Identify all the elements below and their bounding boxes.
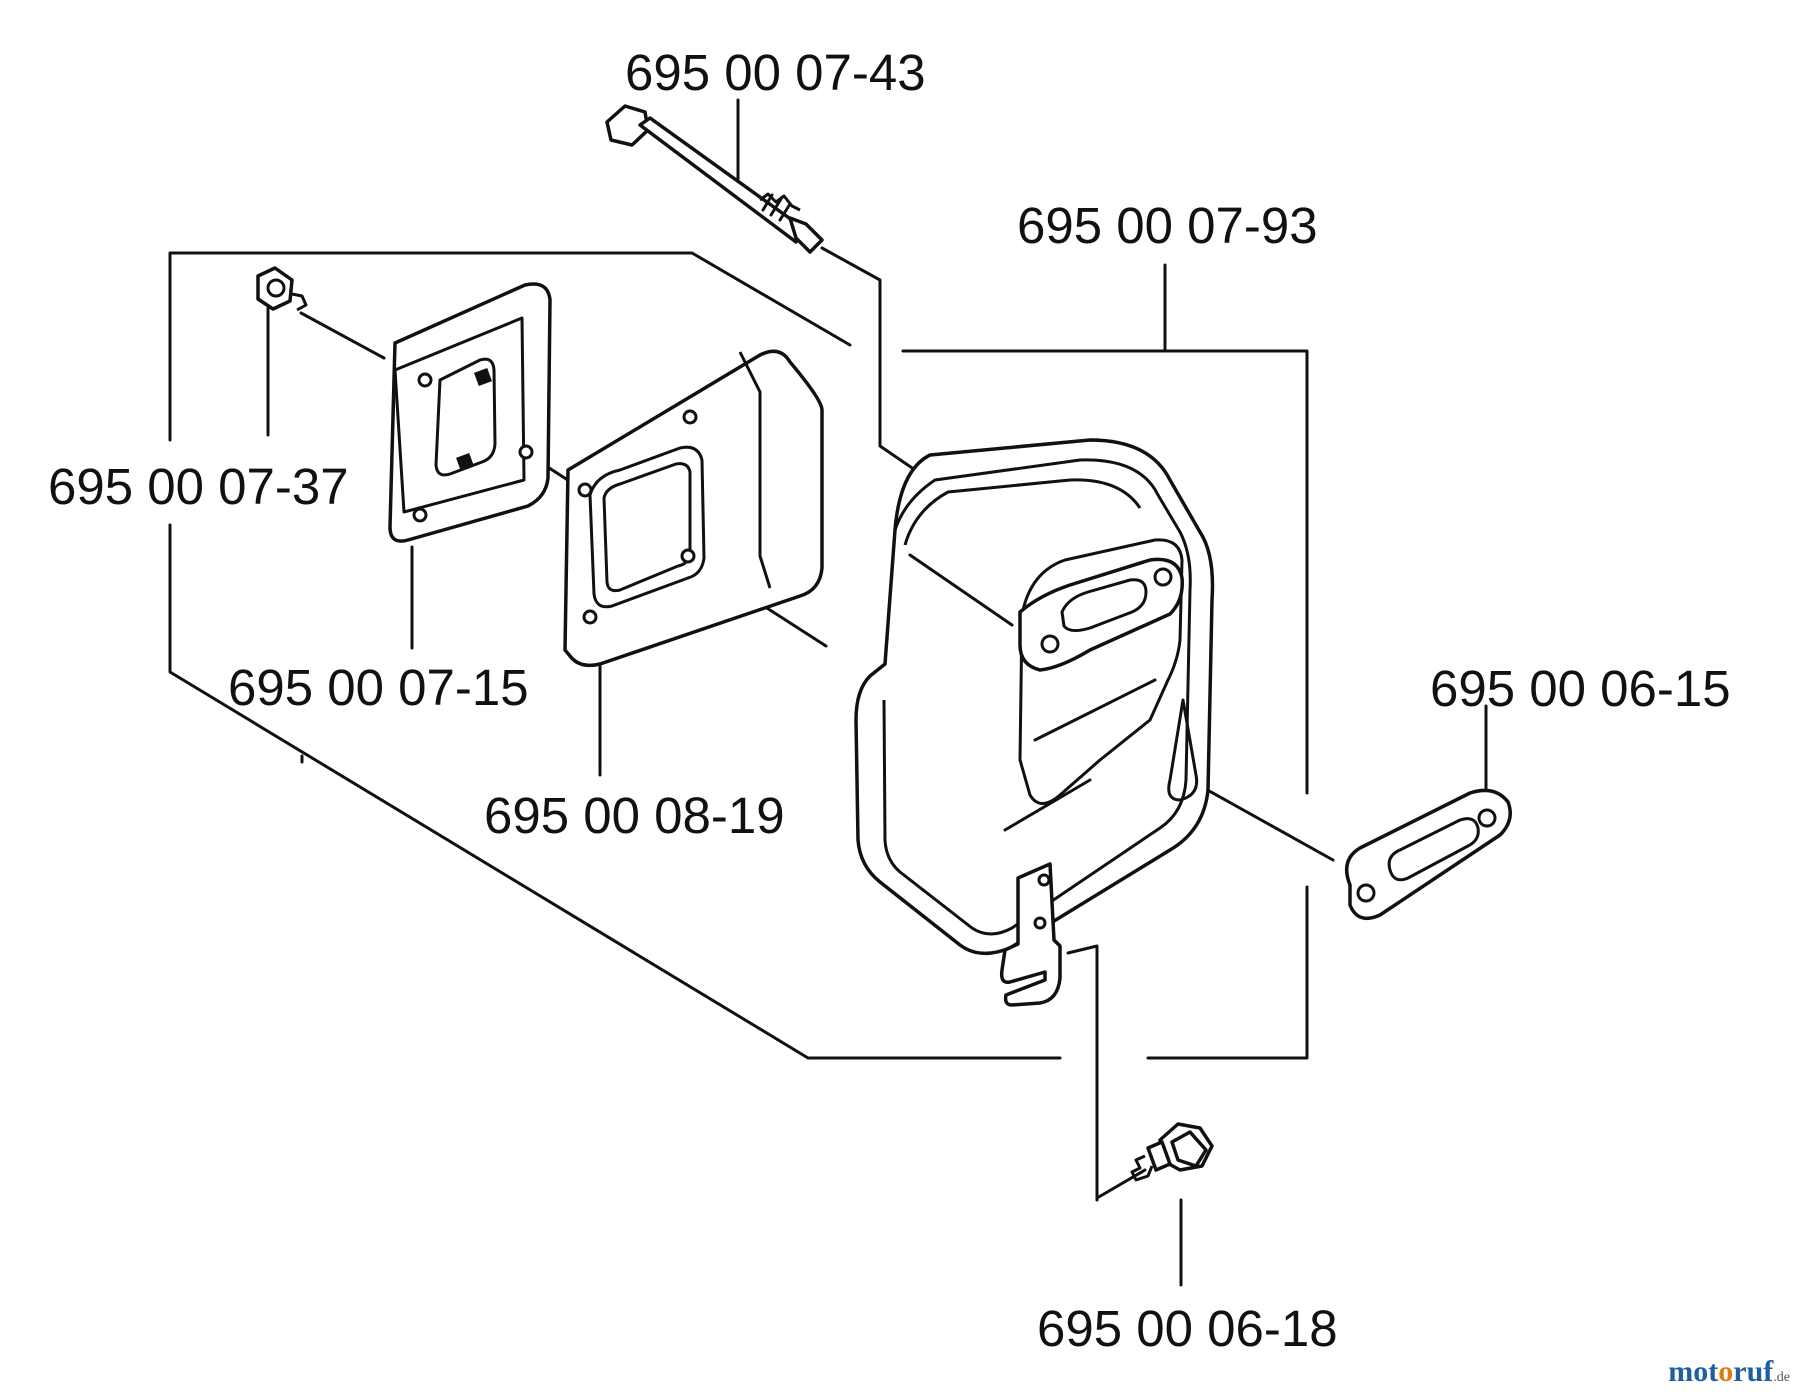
label-muffler: 695 00 07-93 xyxy=(1017,197,1318,254)
watermark-logo: motoruf.de xyxy=(1668,1355,1790,1389)
screw-part xyxy=(1130,1122,1214,1182)
heat-shield-part xyxy=(563,349,824,668)
part-labels: 695 00 07-43 695 00 07-93 695 00 07-37 6… xyxy=(48,44,1731,1357)
label-bolt: 695 00 07-43 xyxy=(625,44,926,101)
bolt-part xyxy=(605,104,824,254)
watermark-part1: mot xyxy=(1668,1355,1719,1388)
label-outlet-gasket: 695 00 06-15 xyxy=(1430,660,1731,717)
flange-gasket-part xyxy=(388,282,552,543)
label-flange-gasket: 695 00 07-15 xyxy=(228,659,529,716)
label-nut: 695 00 07-37 xyxy=(48,458,349,515)
watermark-part2: o xyxy=(1718,1355,1734,1388)
label-screw: 695 00 06-18 xyxy=(1037,1300,1338,1357)
watermark-part3: ruf xyxy=(1733,1355,1774,1388)
muffler-part xyxy=(854,438,1215,1007)
label-heat-shield: 695 00 08-19 xyxy=(484,787,785,844)
outlet-gasket-part xyxy=(1344,788,1512,921)
nut-part xyxy=(256,266,308,312)
watermark-tld: .de xyxy=(1773,1370,1790,1385)
